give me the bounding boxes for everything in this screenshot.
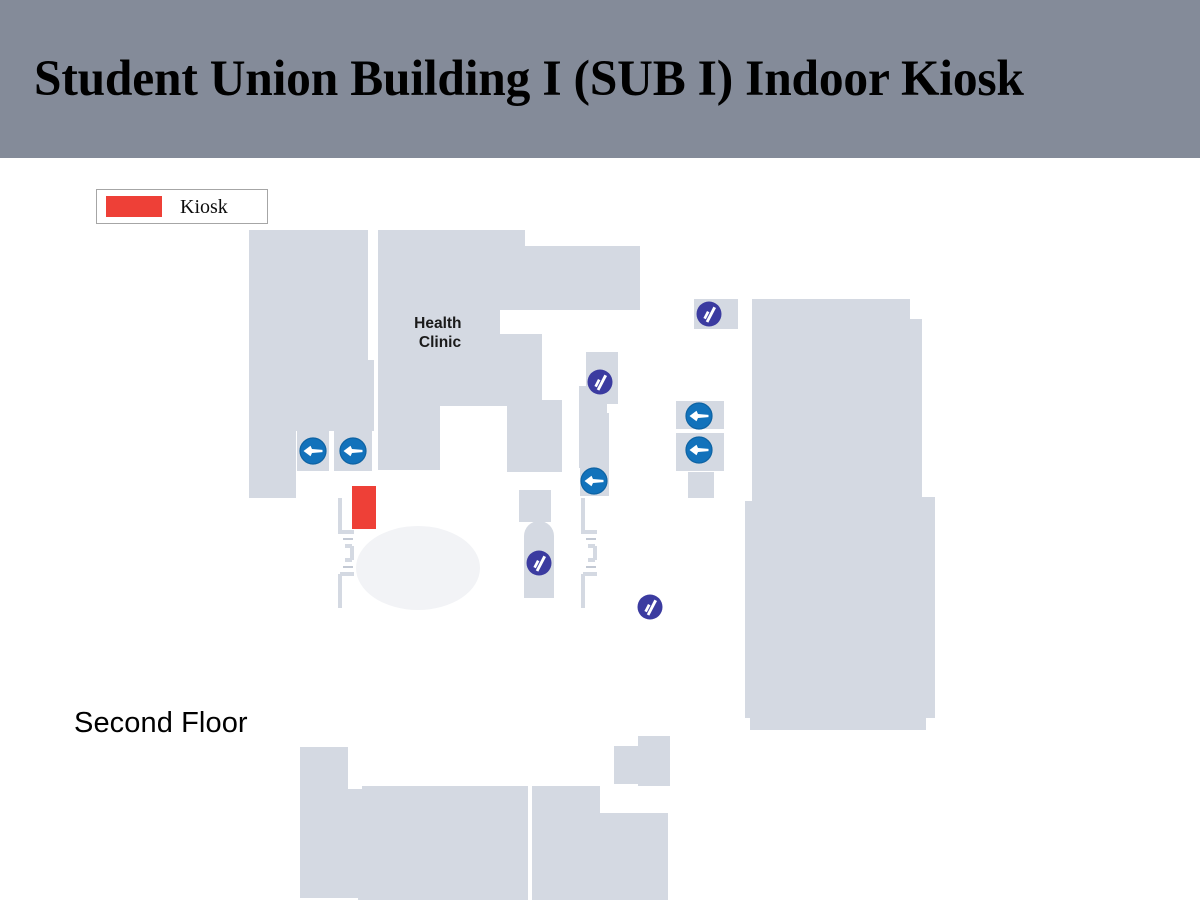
stairs-icon[interactable]: [526, 550, 552, 576]
room-label-health-clinic: Health Clinic: [414, 315, 466, 351]
floor-plan-map: Health Clinic: [0, 158, 1200, 900]
building-block-center-mid: [579, 413, 609, 468]
floor-plan-svg: Health Clinic: [249, 230, 935, 900]
courtyard-shading: [356, 526, 480, 610]
building-block-right-upper: [745, 299, 935, 541]
building-block-right-shelf: [750, 712, 926, 730]
kiosk-marker[interactable]: [352, 486, 376, 529]
building-block-clinic-inset: [519, 490, 551, 522]
building-block-health-clinic: [378, 230, 640, 470]
stairwell-marker-left: [338, 496, 356, 610]
stairs-icon[interactable]: [696, 301, 722, 327]
room-label-line-2: Clinic: [419, 334, 462, 351]
stairs-icon[interactable]: [637, 594, 663, 620]
elevator-icon[interactable]: [339, 437, 367, 465]
stairs-icon[interactable]: [587, 369, 613, 395]
stair-alcove-bottom: [638, 736, 670, 786]
legend-kiosk-swatch: [106, 196, 162, 217]
header-banner: [0, 0, 1200, 158]
elevator-icon[interactable]: [685, 402, 713, 430]
elevator-icon[interactable]: [299, 437, 327, 465]
building-footprint: [249, 230, 935, 900]
building-block-bottom-center: [532, 786, 668, 900]
alcove-right-small: [688, 472, 714, 498]
stairwell-marker-right: [581, 496, 599, 610]
building-block-left: [249, 230, 374, 450]
building-block-clinic-annex: [507, 400, 562, 472]
building-block-left-lower: [249, 450, 296, 498]
elevator-icon[interactable]: [580, 467, 608, 495]
legend: Kiosk: [96, 189, 268, 224]
elevator-icon[interactable]: [685, 436, 713, 464]
page-title: Student Union Building I (SUB I) Indoor …: [34, 51, 1024, 107]
building-block-clinic-east: [500, 334, 542, 406]
building-block-bottom-left-step: [300, 747, 362, 805]
building-block-right-lower: [745, 526, 935, 718]
room-label-line-1: Health: [414, 315, 461, 332]
legend-kiosk-label: Kiosk: [180, 195, 228, 218]
building-block-bottom-left-main: [300, 786, 528, 900]
floor-label: Second Floor: [74, 707, 248, 739]
